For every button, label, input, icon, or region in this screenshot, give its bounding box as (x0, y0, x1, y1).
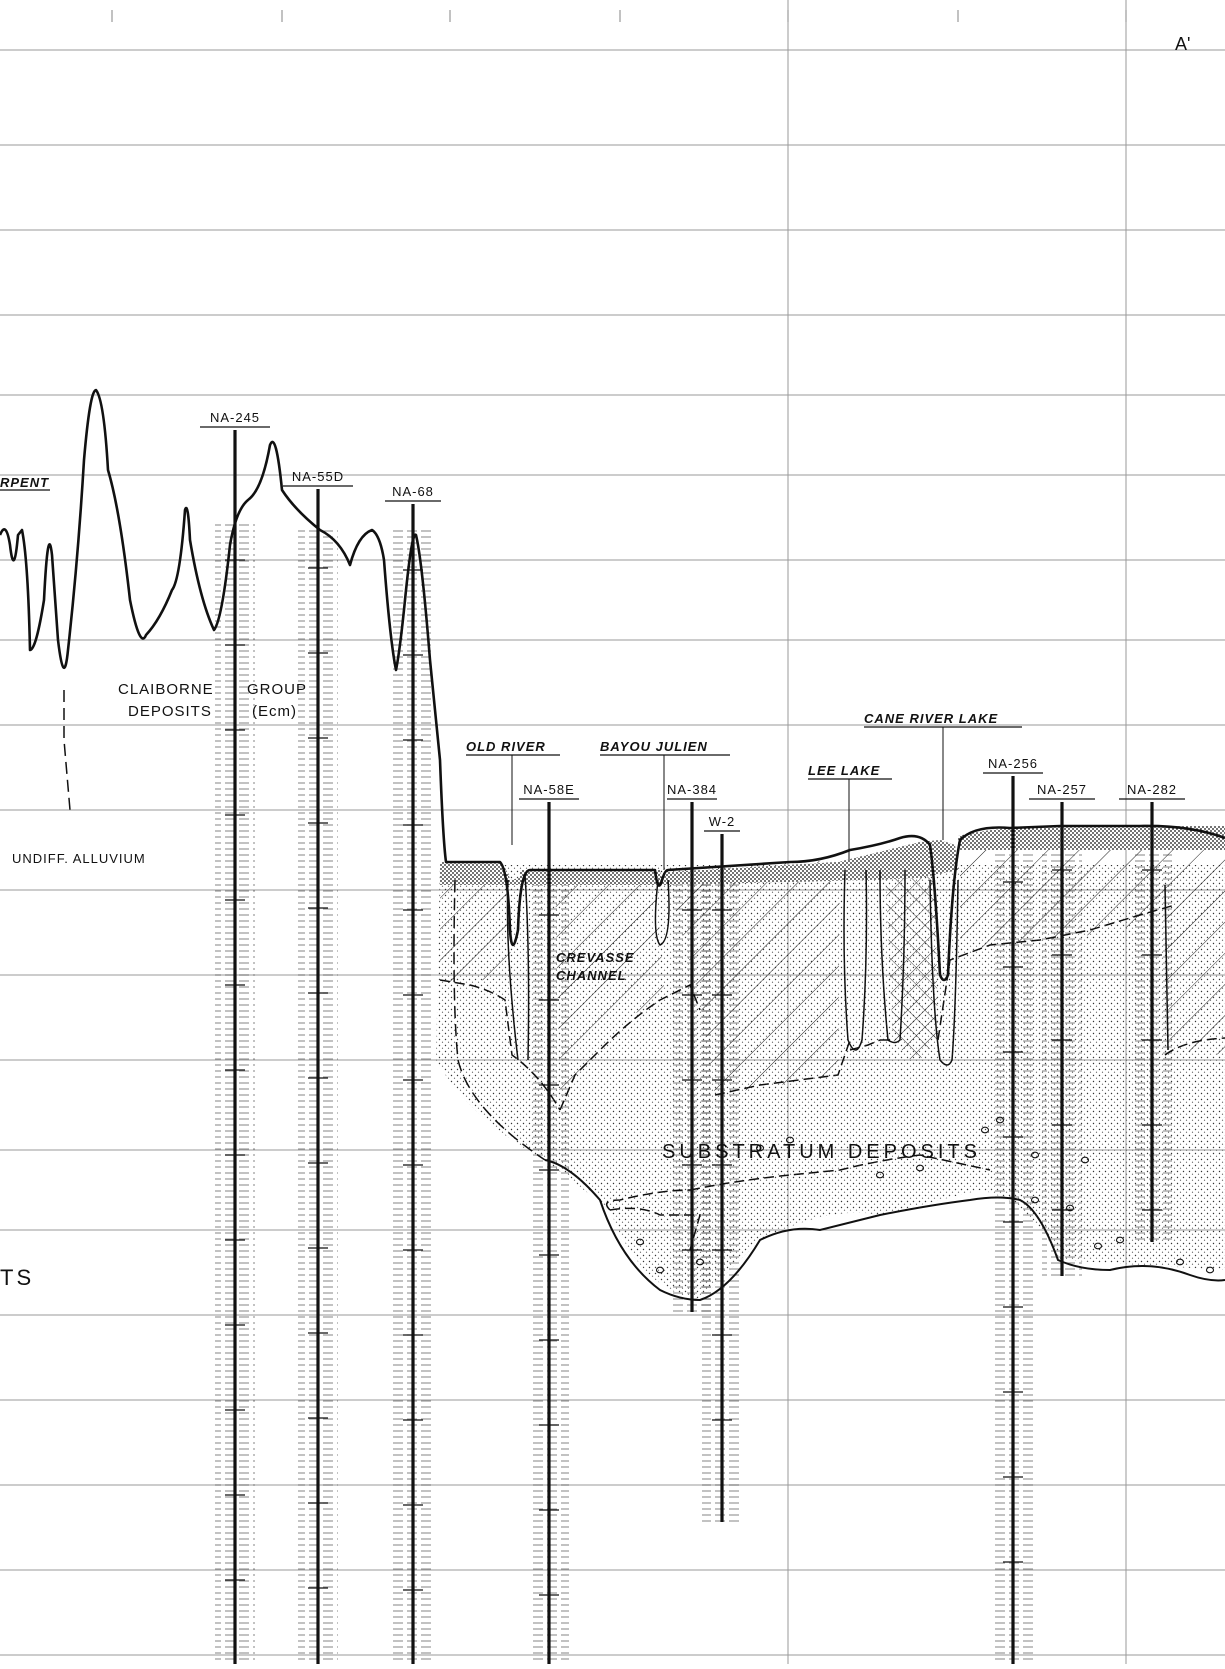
boring-label: NA-282 (1127, 782, 1177, 797)
gravel-symbol (875, 1171, 885, 1179)
group-label-line1: GROUP (247, 681, 307, 698)
boring-label: NA-256 (988, 756, 1038, 771)
gravel-symbols (635, 1116, 1215, 1274)
point-bar-hatched-fill (440, 840, 1225, 1110)
claiborne-label-line2: DEPOSITS (128, 703, 212, 720)
boring-label: NA-68 (392, 484, 434, 499)
crevasse-channel-label-line2: CHANNEL (556, 968, 627, 983)
section-end-label: A' (1175, 34, 1190, 54)
old-river-label: OLD RIVER (466, 739, 546, 754)
serpent-label: RPENT (0, 475, 49, 490)
channel-fill-crosshatch (885, 865, 938, 1065)
lee-lake-label: LEE LAKE (808, 763, 880, 778)
cane-river-lake-label: CANE RIVER LAKE (864, 711, 998, 726)
boring-label: NA-384 (667, 782, 717, 797)
boring-label: NA-58E (523, 782, 575, 797)
bayou-julien-label: BAYOU JULIEN (600, 739, 708, 754)
boring-label: NA-245 (210, 410, 260, 425)
substratum-base-line (544, 1159, 1225, 1302)
gravel-symbol (695, 1258, 705, 1266)
gravel-symbol (1065, 1204, 1075, 1212)
gravel-symbol (1030, 1196, 1040, 1204)
gravel-symbol (1175, 1258, 1185, 1266)
gravel-symbol (1115, 1236, 1125, 1244)
substratum-deposits-label: SUBSTRATUM DEPOSITS (662, 1141, 981, 1163)
gravel-symbol (1080, 1156, 1090, 1164)
gravel-symbol (995, 1116, 1005, 1124)
gravel-symbol (635, 1238, 645, 1246)
gravel-symbol (1205, 1266, 1215, 1274)
gravel-symbol (915, 1164, 925, 1172)
gravel-symbol (980, 1126, 990, 1134)
gravel-symbol (655, 1266, 665, 1274)
gravel-symbol (1093, 1242, 1103, 1250)
labels: A' RPENT OLD RIVER BAYOU JULIEN LEE LAKE… (0, 34, 1190, 1290)
natural-levee-dense-dots (440, 826, 1225, 885)
boring-label: NA-55D (292, 469, 344, 484)
claiborne-label-line1: CLAIBORNE (118, 681, 214, 698)
channel-incisions (506, 869, 1169, 1066)
boring-label: NA-257 (1037, 782, 1087, 797)
bluff-dashed-line (63, 690, 546, 1161)
boring-label: W-2 (709, 814, 736, 829)
gravel-symbol (785, 1136, 795, 1144)
ground-surface-profile (0, 388, 1225, 982)
crevasse-channel-label-line1: CREVASSE (556, 950, 635, 965)
gravel-symbol (1030, 1151, 1040, 1159)
partial-deposits-label: TS (0, 1265, 34, 1290)
group-label-line2: (Ecm) (252, 703, 297, 720)
gravel-symbol (755, 1144, 765, 1152)
undiff-alluvium-label: UNDIFF. ALLUVIUM (12, 851, 146, 866)
